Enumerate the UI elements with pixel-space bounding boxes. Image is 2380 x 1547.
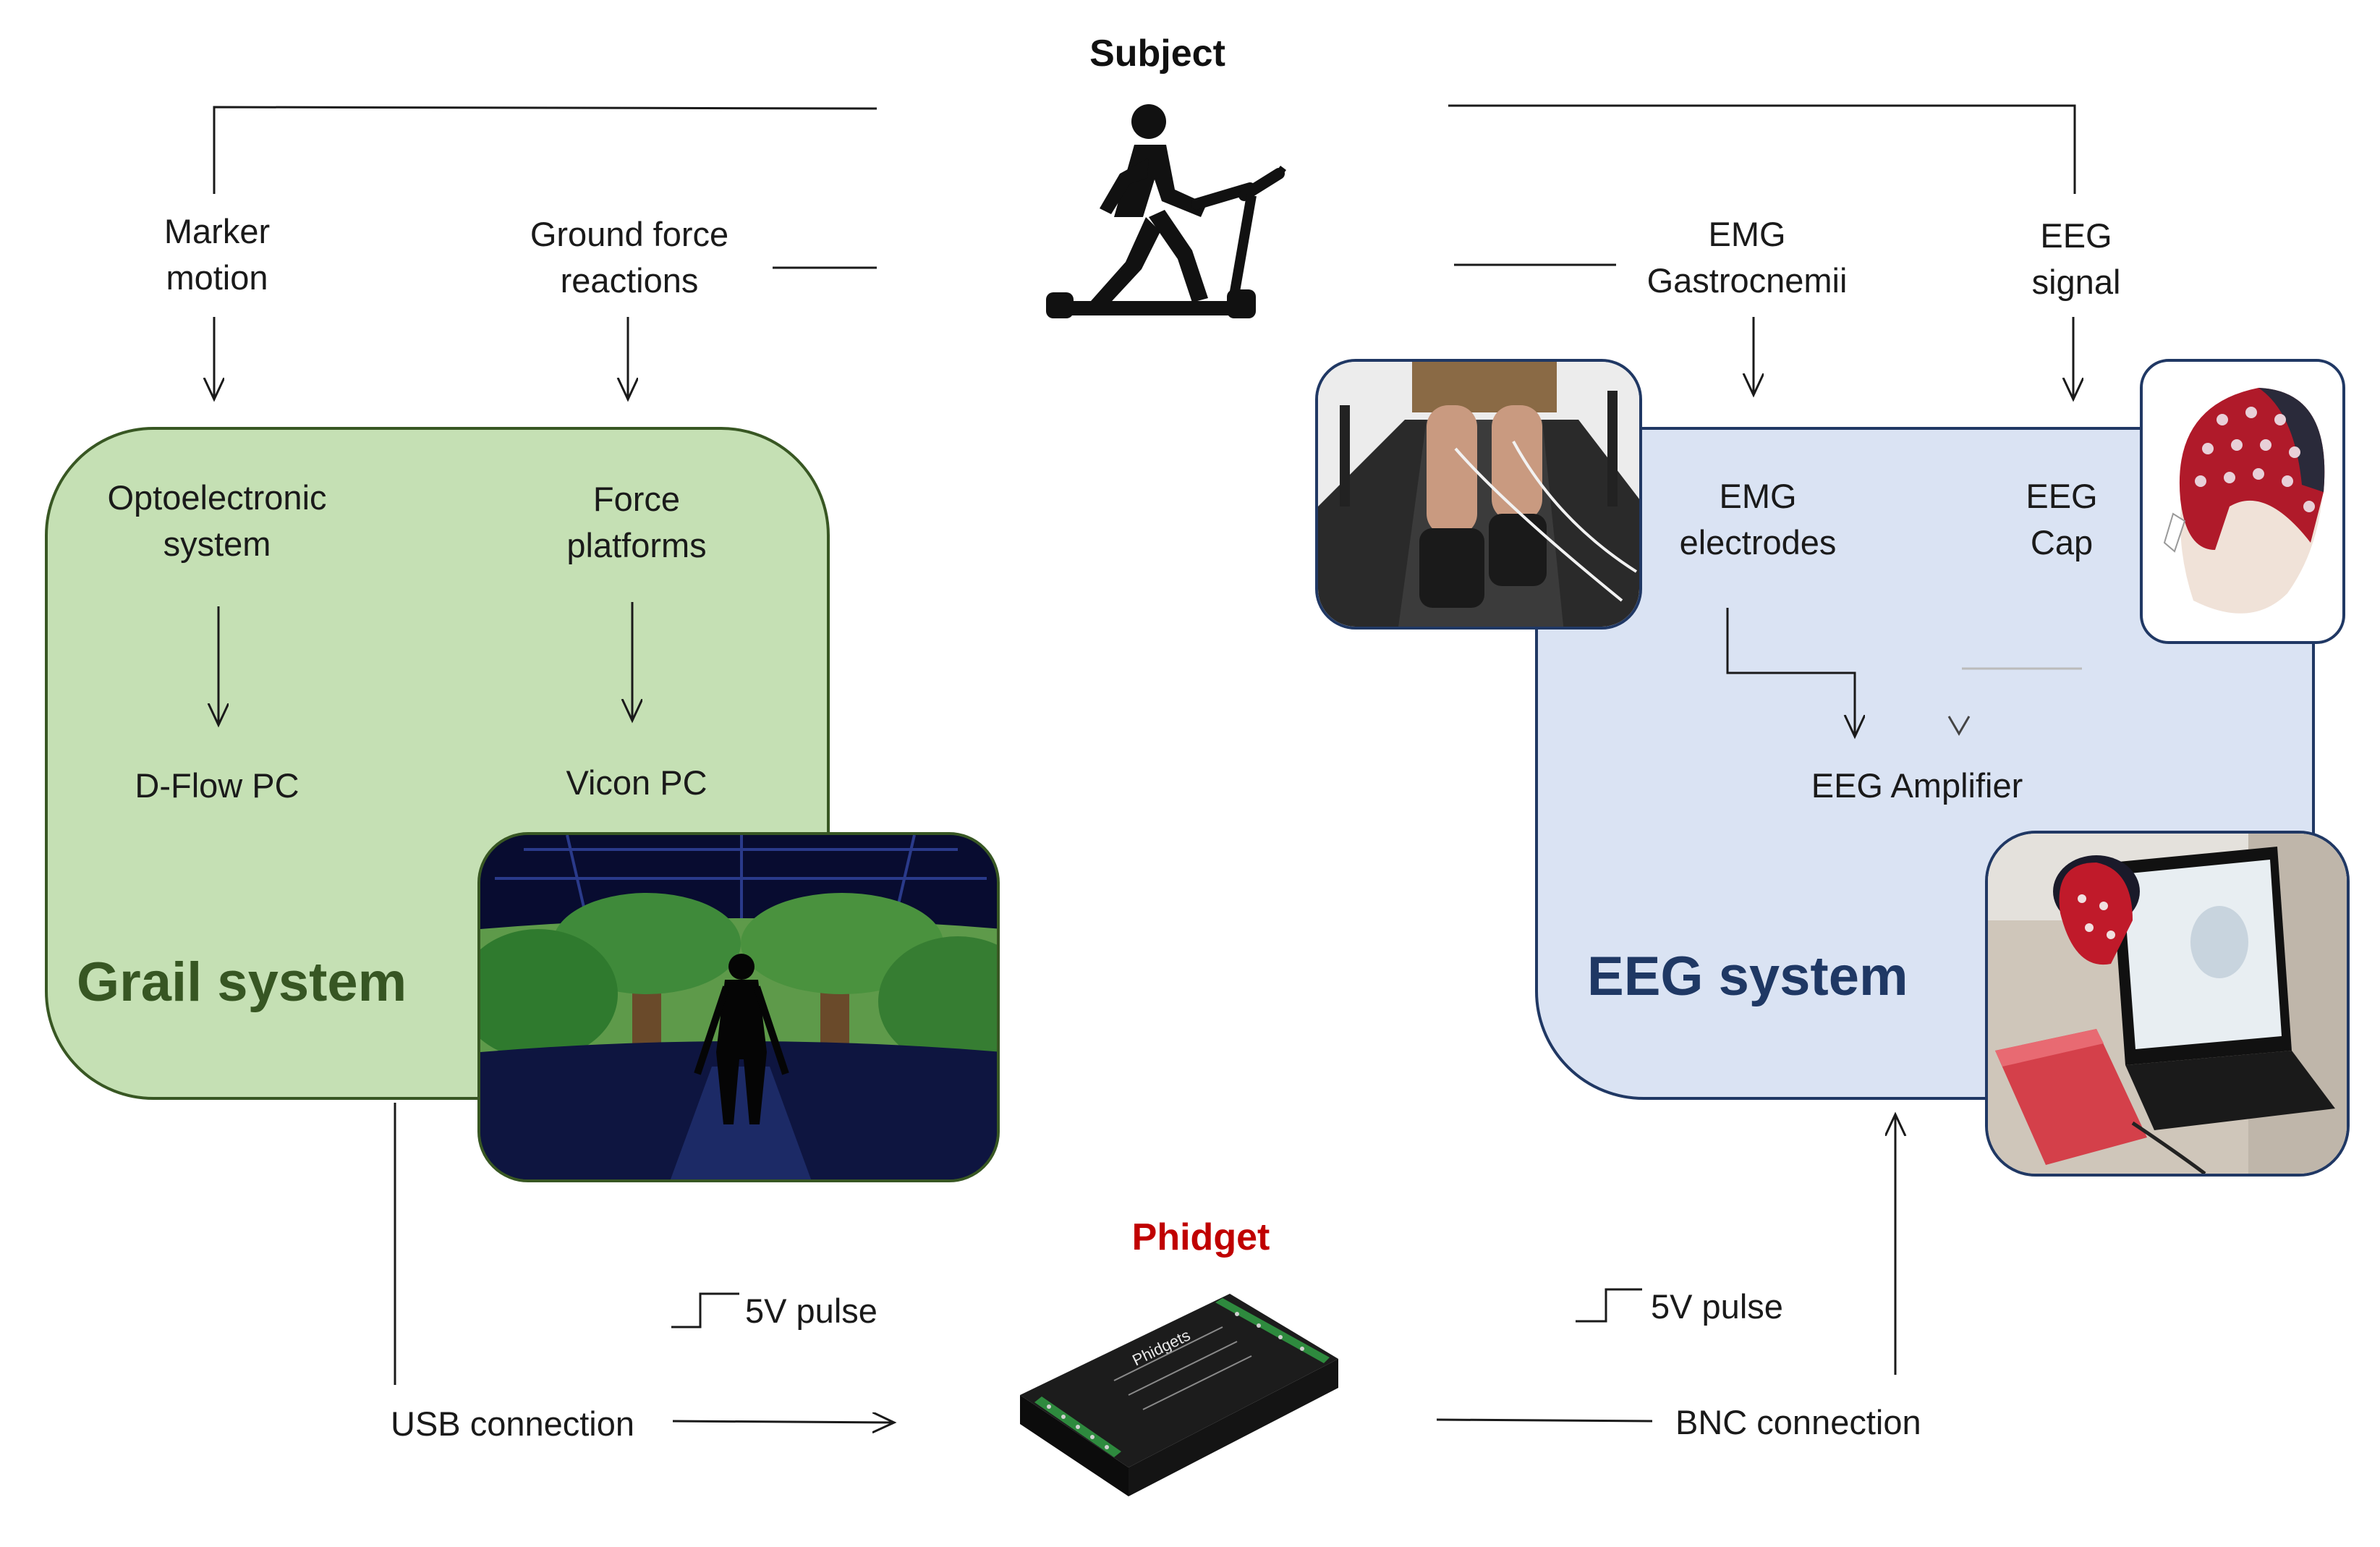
emg-gastrocnemii-label: EMG Gastrocnemii xyxy=(1646,215,1848,300)
eeg-amplifier-label: EEG Amplifier xyxy=(1811,766,2023,805)
vicon-pc-label: Vicon PC xyxy=(566,763,707,802)
eeg-cap-icon xyxy=(2163,388,2325,614)
grail-vr-scene-icon xyxy=(480,835,997,1179)
usb-arrow xyxy=(672,1421,894,1423)
marker-motion-label: Marker motion xyxy=(163,212,271,297)
subject-left-line xyxy=(213,106,877,194)
cap-to-amp-arrow xyxy=(1947,716,1971,736)
bnc-connection-label: BNC connection xyxy=(1675,1403,1921,1441)
eeg-signal-label: EEG signal xyxy=(2031,216,2121,301)
pulse-step-icon xyxy=(671,1292,739,1328)
pulse-right-label: 5V pulse xyxy=(1651,1287,1783,1326)
emg-electrodes-label: EMG electrodes xyxy=(1679,477,1837,561)
pulse-step-icon xyxy=(1576,1288,1642,1323)
optoelectronic-label: Optoelectronic system xyxy=(107,478,327,563)
eeg-system-title: EEG system xyxy=(1587,946,1908,1007)
emg-to-amp-arrow xyxy=(1726,608,1855,737)
eeg-cap-label: EEG Cap xyxy=(2026,477,2098,561)
force-platforms-label: Force platforms xyxy=(566,480,707,564)
phidget-title: Phidget xyxy=(1131,1216,1270,1258)
bnc-line xyxy=(1436,1418,1653,1423)
laptop-amplifier-icon xyxy=(1988,834,2347,1174)
grail-system-title: Grail system xyxy=(77,951,407,1013)
ground-force-label: Ground force reactions xyxy=(530,215,729,300)
pulse-left-label: 5V pulse xyxy=(745,1292,877,1330)
dflow-pc-label: D-Flow PC xyxy=(135,766,299,805)
usb-connection-label: USB connection xyxy=(391,1404,635,1443)
eeg-cap-photo xyxy=(2140,359,2345,644)
grail-vr-photo xyxy=(477,832,1000,1182)
subject-title: Subject xyxy=(1089,33,1225,75)
phidget-board-icon: Phidgets xyxy=(1020,1294,1338,1496)
emg-legs-photo xyxy=(1315,359,1642,630)
treadmill-walker-icon xyxy=(1046,104,1286,318)
legs-treadmill-icon xyxy=(1318,362,1639,627)
eeg-amplifier-photo xyxy=(1985,831,2350,1177)
subject-right-line xyxy=(1448,104,2076,194)
